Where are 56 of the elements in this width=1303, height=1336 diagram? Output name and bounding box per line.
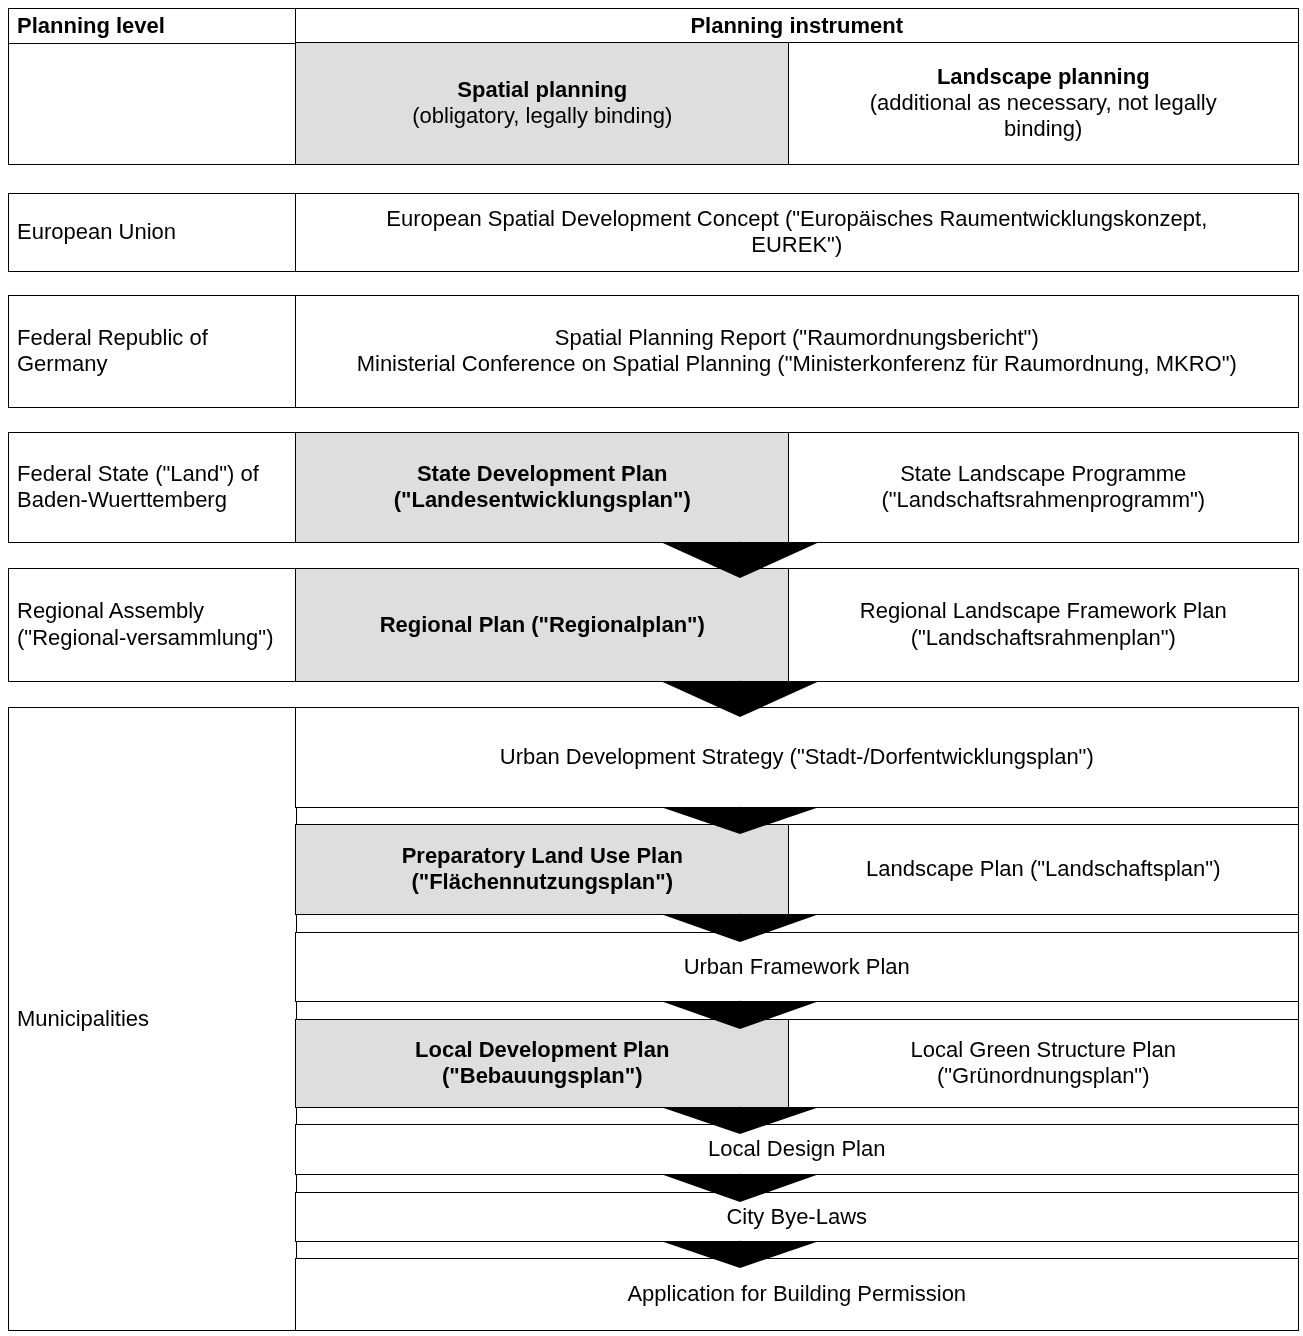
- down-arrow: [660, 1173, 820, 1202]
- table-cell: [295, 707, 1299, 808]
- down-arrow: [660, 680, 820, 717]
- table-cell: [8, 432, 297, 543]
- cell-text: Federal Republic of Germany: [17, 324, 209, 378]
- table-cell: [788, 1019, 1299, 1108]
- shaded-table-cell: [295, 432, 790, 543]
- cell-text: Regional Plan ("Regionalplan"): [379, 611, 705, 638]
- shaded-table-cell: [295, 568, 790, 682]
- cell-text: Local Development Plan ("Bebauungsplan"): [414, 1036, 671, 1090]
- cell-text: Spatial Planning Report ("Raumordnungsbericht"): [554, 324, 1039, 352]
- cell-text: Preparatory Land Use Plan ("Flächennutzungsplan"): [400, 842, 684, 896]
- shaded-table-cell: [295, 1019, 790, 1108]
- table-cell: [8, 8, 297, 44]
- table-cell: [788, 42, 1299, 165]
- cell-text: Landscape Plan ("Landschaftsplan"): [866, 856, 1221, 883]
- cell-text: Urban Framework Plan: [683, 953, 910, 980]
- cell-text: (additional as necessary, not legally binding): [868, 90, 1218, 143]
- down-arrow: [660, 1000, 820, 1029]
- cell-text: European Spatial Development Concept ("Europäisches Raumentwicklungskonzept, EUREK"): [385, 205, 1209, 259]
- table-cell: [295, 1258, 1299, 1331]
- cell-text: Regional Landscape Framework Plan ("Landschaftsrahmenplan"): [858, 598, 1228, 652]
- table-cell: [788, 824, 1299, 915]
- shaded-table-cell: [295, 42, 790, 165]
- table-cell: [8, 295, 297, 408]
- cell-text: Regional Assembly ("Regional-versammlung"): [17, 598, 275, 652]
- table-cell: [8, 193, 297, 272]
- down-arrow: [660, 913, 820, 942]
- down-arrow: [660, 541, 820, 578]
- cell-text: State Landscape Programme ("Landschaftsrahmenprogramm"): [880, 460, 1207, 514]
- cell-text: European Union: [17, 219, 176, 246]
- cell-text: City Bye-Laws: [726, 1203, 868, 1230]
- cell-text: Planning level: [17, 12, 165, 39]
- cell-text: Local Design Plan: [708, 1136, 886, 1163]
- table-cell: [295, 193, 1299, 272]
- table-cell: [295, 295, 1299, 408]
- table-cell: [295, 932, 1299, 1002]
- table-cell: [295, 1192, 1299, 1242]
- table-cell: [788, 568, 1299, 682]
- cell-text: Federal State ("Land") of Baden-Wuerttemberg: [17, 460, 260, 514]
- cell-text: Application for Building Permission: [627, 1281, 967, 1308]
- cell-text: Spatial planning: [457, 76, 628, 104]
- table-cell: [788, 432, 1299, 543]
- cell-text: Local Green Structure Plan ("Grünordnungsplan"): [909, 1036, 1177, 1090]
- cell-text: Landscape planning: [936, 63, 1150, 91]
- cell-text: (obligatory, legally binding): [412, 103, 673, 130]
- cell-text: Planning instrument: [690, 12, 904, 39]
- table-cell: [8, 707, 297, 1331]
- cell-text: Ministerial Conference on Spatial Planning ("Ministerkonferenz für Raumordnung, MKRO"): [356, 351, 1237, 378]
- table-cell: [295, 1124, 1299, 1175]
- table-cell: [295, 8, 1299, 44]
- cell-text: Urban Development Strategy ("Stadt-/Dorfentwicklungsplan"): [499, 744, 1094, 771]
- cell-text: State Development Plan ("Landesentwicklungsplan"): [392, 460, 692, 514]
- table-cell: [8, 568, 297, 682]
- shaded-table-cell: [295, 824, 790, 915]
- cell-text: Municipalities: [17, 1005, 150, 1032]
